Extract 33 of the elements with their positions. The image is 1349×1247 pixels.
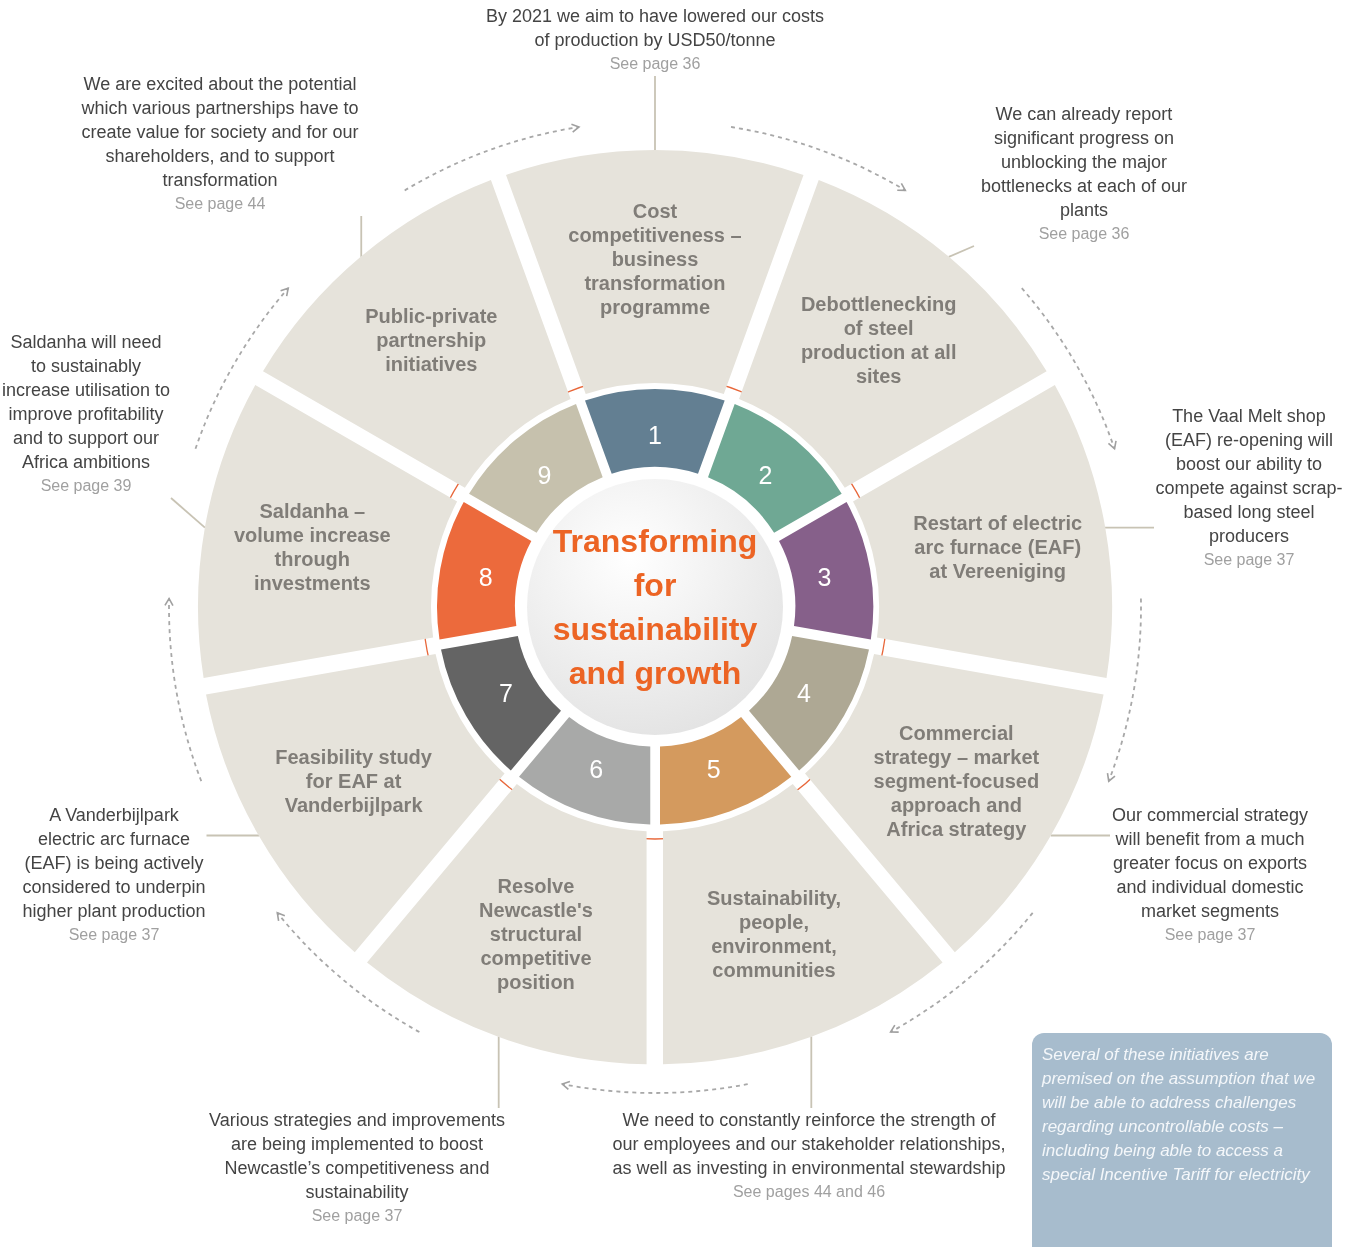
page-reference: See page 36 [608,54,702,74]
ring-segment: Restart of electric arc furnace (EAF) at Vereeniging [852,385,1112,679]
page-reference: See page 37 [67,925,161,945]
callout-text: A Vanderbijlpark electric arc furnace (EAF) is being actively considered to underpin higher plant production [21,804,207,923]
number-segment: 5 [660,717,792,825]
leader-line [1104,526,1155,529]
number-segment: 6 [518,717,650,825]
leader-line [497,1035,500,1109]
leader-line [654,75,656,151]
leader-line [170,497,206,529]
leader-line [360,215,363,258]
callout-text: We need to constantly reinforce the strength of our employees and our stakeholder relationships, as well as investing in environmental stewardship [611,1109,1007,1180]
leader-line [205,834,261,837]
callout-text: By 2021 we aim to have lowered our costs of production by USD50/tonne [485,5,825,52]
callout-text: Saldanha will need to sustainably increase utilisation to improve profitability and to support our Africa ambitions [1,331,171,474]
ring-segment: Saldanha – volume increase through investments [198,385,458,679]
page-reference: See page 39 [39,476,133,496]
callout-text: Various strategies and improvements are being implemented to boost Newcastle’s competitiveness and sustainability [208,1109,506,1204]
number-segment: 8 [437,502,532,640]
leader-line [947,245,975,258]
page-reference: See page 37 [310,1206,404,1226]
leader-line [1049,834,1111,837]
callout-text: The Vaal Melt shop (EAF) re-opening will boost our ability to compete against scrap-based long steel producers [1154,405,1344,548]
note-box: Several of these initiatives are premised on the assumption that we will be able to address challenges regarding uncontrollable costs – including being able to access a special Incentive Tariff for electricity [1032,1033,1332,1247]
page-reference: See page 37 [1163,925,1257,945]
callout-text: Our commercial strategy will benefit from a much greater focus on exports and individual domestic market segments [1110,804,1310,923]
callout-text: We can already report significant progress on unblocking the major bottlenecks at each of our plants [979,103,1189,222]
number-segment: 3 [778,502,873,640]
page-reference: See pages 44 and 46 [731,1182,887,1202]
number-segment: 1 [585,389,725,474]
page-reference: See page 37 [1202,550,1296,570]
leader-line [810,1035,813,1109]
page-reference: See page 36 [1037,224,1131,244]
